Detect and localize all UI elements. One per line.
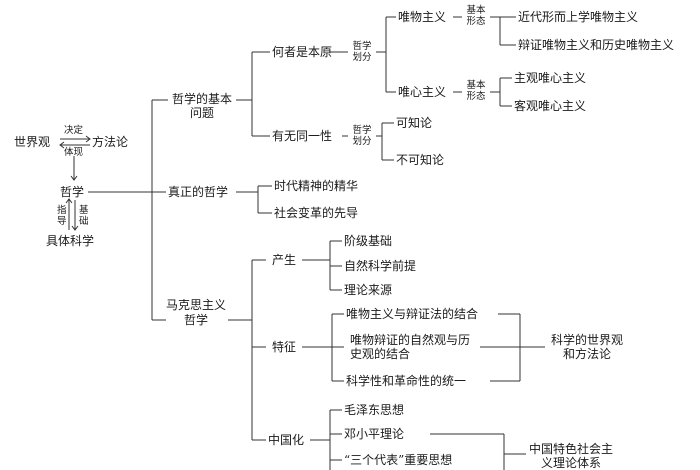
- origin-item-science: 自然科学前提: [344, 259, 417, 273]
- foundation-label: 基础: [79, 205, 89, 227]
- division-label-2: 哲学划分: [352, 125, 372, 147]
- marxism-label: 马克思主义哲学: [166, 298, 227, 327]
- feature-item-2: 唯物辩证的自然观与历史观的结合: [350, 333, 471, 361]
- methodology-label: 方法论: [92, 135, 129, 149]
- decide-label: 决定: [64, 125, 84, 136]
- metaphysical-materialism-label: 近代形而上学唯物主义: [518, 10, 639, 24]
- feature-item-3: 科学性和革命性的统一: [346, 374, 467, 388]
- subjective-idealism-label: 主观唯心主义: [514, 71, 587, 85]
- identity-question-label: 有无同一性: [272, 129, 333, 143]
- true-philosophy-item-2: 社会变革的先导: [274, 206, 359, 220]
- origin-question-label: 何者是本原: [272, 45, 333, 59]
- origin-label: 产生: [272, 253, 297, 267]
- feature-item-1: 唯物主义与辩证法的结合: [346, 307, 479, 321]
- origin-item-theory: 理论来源: [344, 283, 393, 297]
- materialism-label: 唯物主义: [398, 10, 447, 24]
- concrete-science-label: 具体科学: [46, 234, 95, 248]
- true-philosophy-item-1: 时代精神的精华: [274, 179, 359, 193]
- dialectical-materialism-label: 辩证唯物主义和历史唯物主义: [518, 38, 675, 52]
- true-philosophy-label: 真正的哲学: [168, 185, 229, 199]
- china-item-deng: 邓小平理论: [344, 427, 405, 441]
- china-item-mao: 毛泽东思想: [344, 403, 405, 417]
- sinicization-label: 中国化: [268, 433, 305, 447]
- origin-item-class: 阶级基础: [344, 234, 393, 248]
- features-label: 特征: [272, 340, 297, 354]
- division-label-1: 哲学划分: [352, 41, 372, 63]
- knowable-label: 可知论: [396, 116, 433, 130]
- scientific-view-label: 科学的世界观和方法论: [550, 333, 623, 361]
- china-system-label: 中国特色社会主义理论体系: [528, 442, 613, 470]
- basic-question-label: 哲学的基本问题: [171, 92, 232, 120]
- worldview-label: 世界观: [14, 135, 51, 149]
- basic-form-label-1: 基本形态: [466, 5, 486, 27]
- china-item-three-represents: “三个代表”重要思想: [344, 453, 453, 467]
- idealism-label: 唯心主义: [398, 85, 447, 99]
- objective-idealism-label: 客观唯心主义: [514, 99, 587, 113]
- guide-label: 指导: [57, 205, 67, 227]
- embody-label: 体现: [64, 147, 84, 158]
- unknowable-label: 不可知论: [396, 153, 445, 167]
- basic-form-label-2: 基本形态: [466, 80, 486, 102]
- philosophy-label: 哲学: [60, 185, 85, 199]
